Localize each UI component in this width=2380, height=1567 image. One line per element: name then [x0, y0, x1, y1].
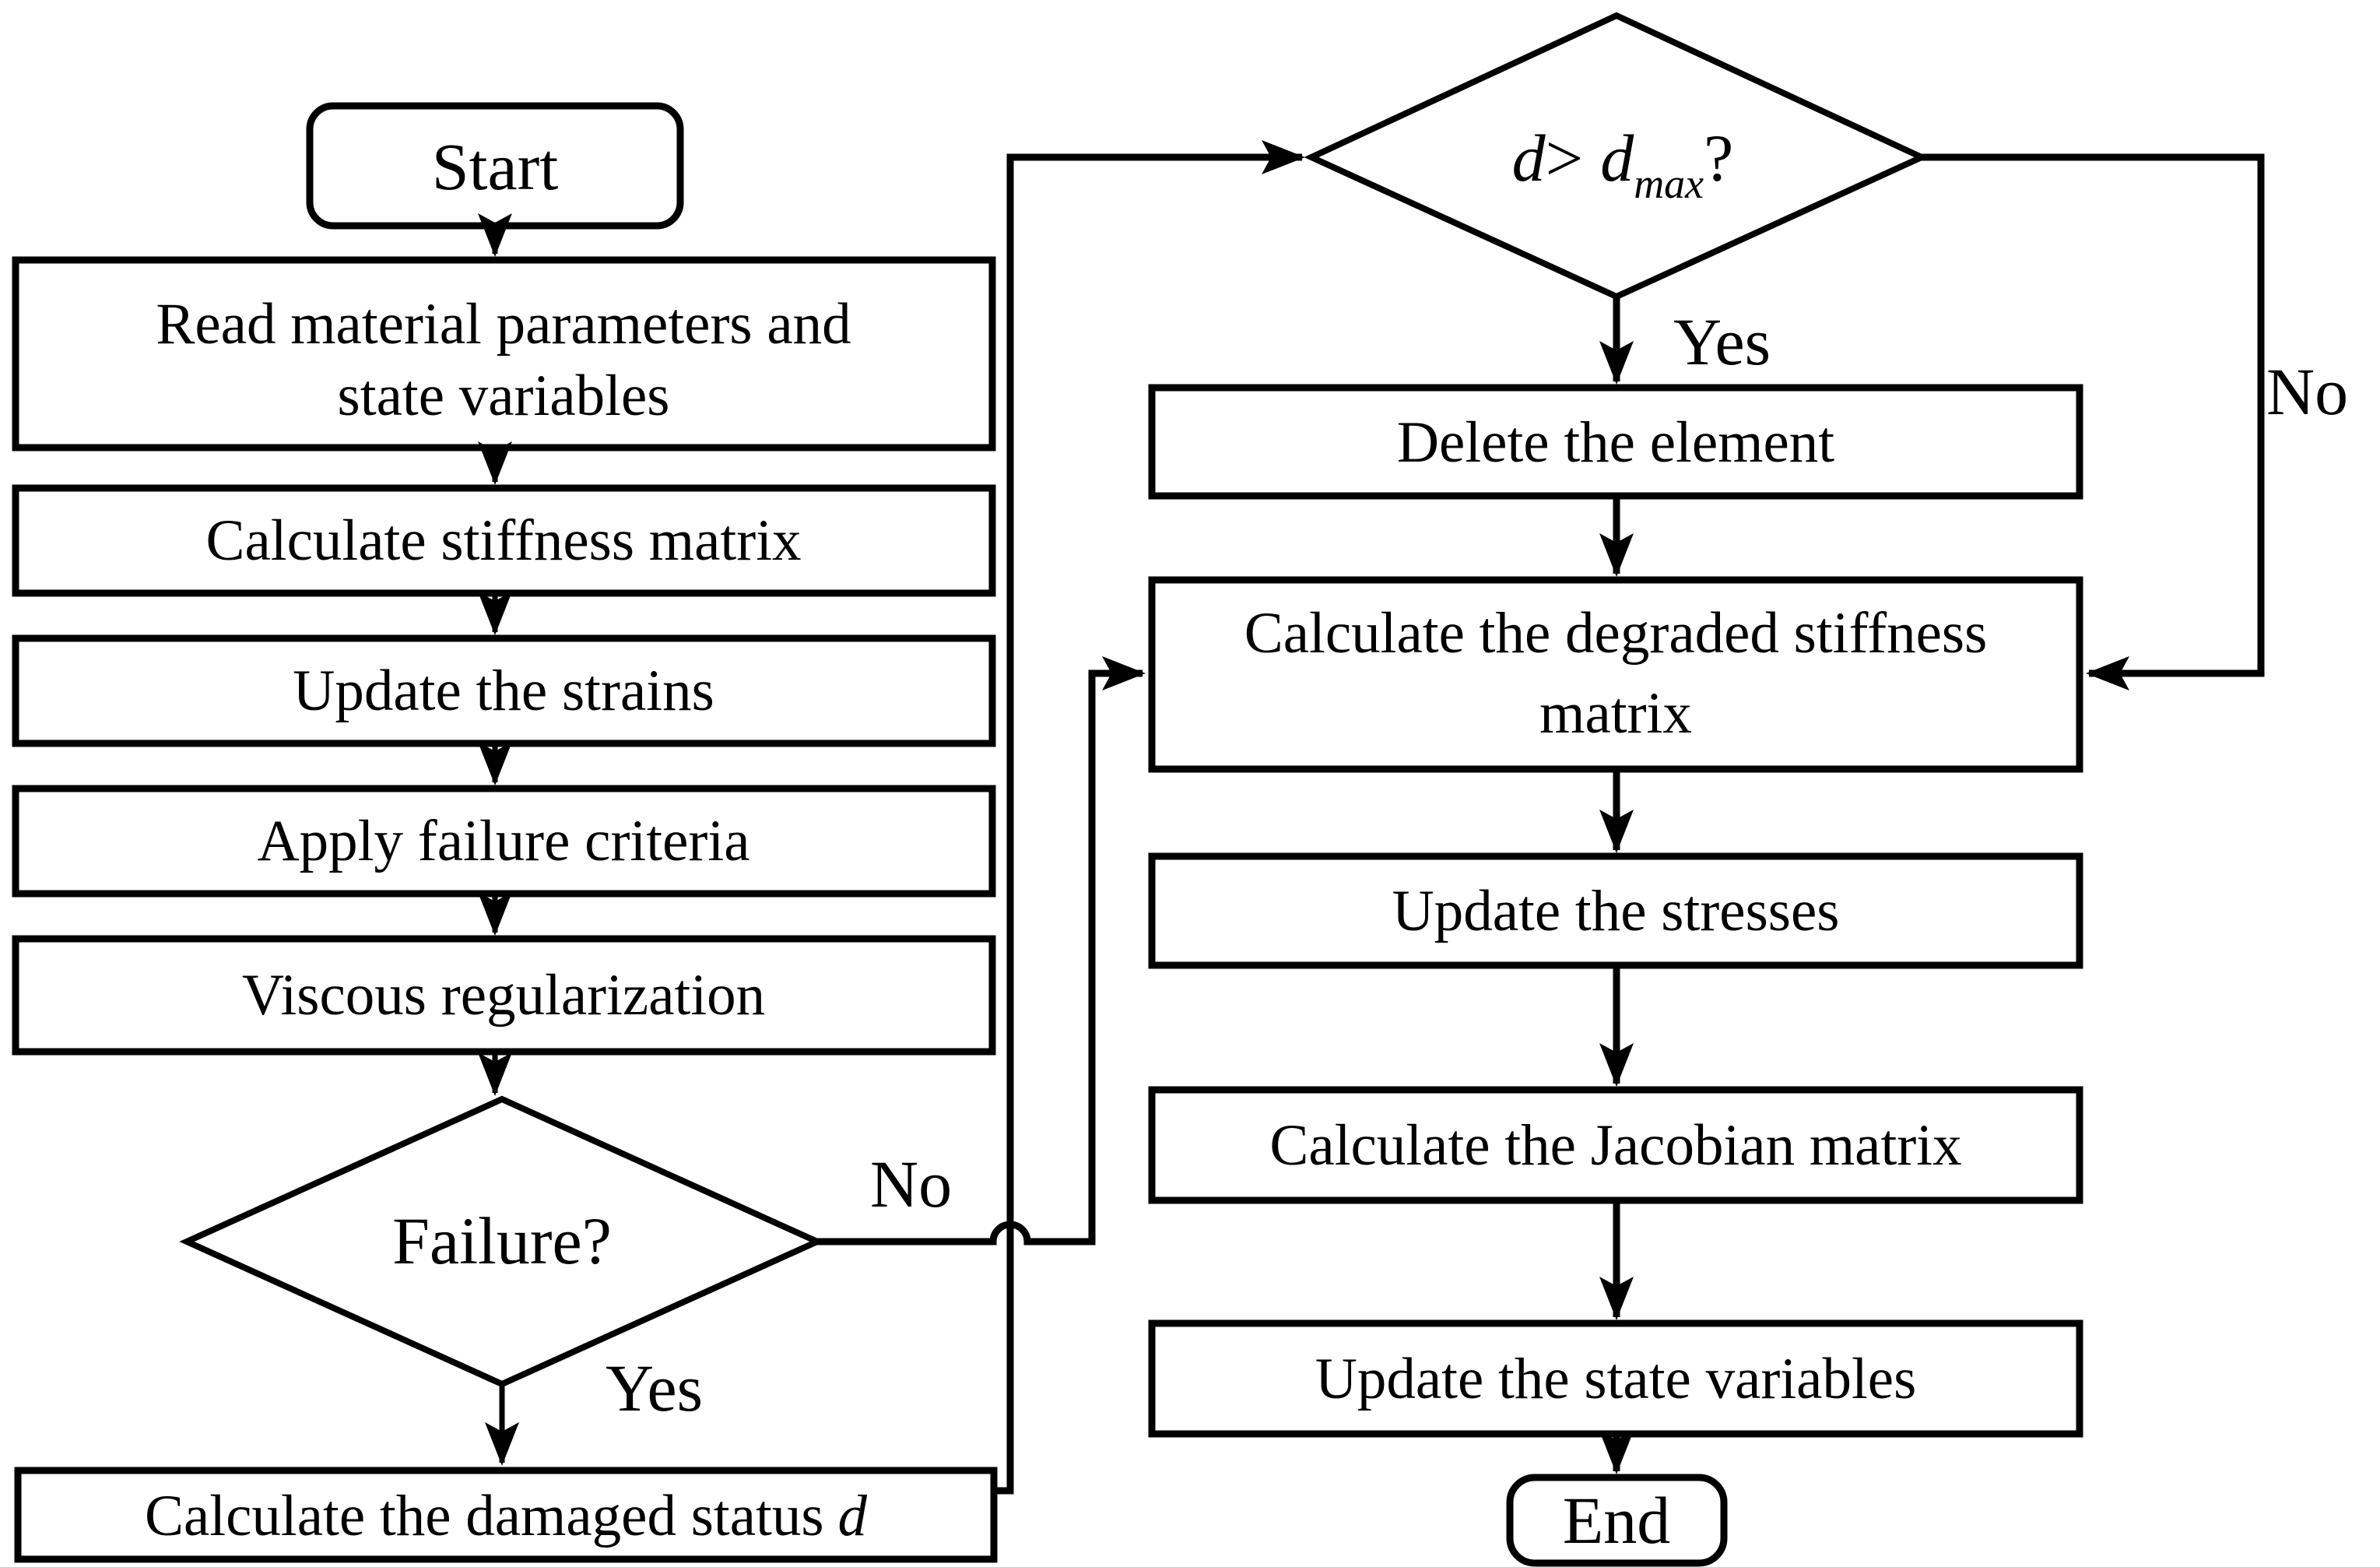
dmax-rhs: d — [1600, 121, 1634, 195]
flow-node-viscous-label: Viscous regularization — [242, 963, 765, 1028]
dmax-suffix: ? — [1704, 121, 1733, 195]
flow-node-delete-element-label: Delete the element — [1397, 410, 1834, 475]
flow-node-calc-jacobian — [1148, 1086, 2083, 1204]
dmax-operator: > — [1546, 121, 1584, 195]
flow-node-read-params-line1: Read material parameters and — [156, 292, 851, 357]
flow-node-viscous — [12, 935, 996, 1056]
flow-node-apply-failure-label: Apply failure criteria — [257, 809, 749, 873]
flow-node-failure-decision-label: Failure? — [392, 1203, 612, 1278]
edge-label-dmax-yes: Yes — [1673, 304, 1771, 379]
flow-node-start-label: Start — [432, 129, 559, 204]
flow-node-calc-damage — [14, 1467, 998, 1563]
calc-damage-text: Calculate the damaged status — [145, 1484, 824, 1548]
connector-calc-damage-to-dmax-decision — [994, 140, 1305, 1495]
flow-node-update-strains-label: Update the strains — [293, 659, 714, 723]
flow-node-dmax-decision-label: d>dmax? — [1512, 121, 1734, 207]
flow-node-update-state-label: Update the state variables — [1315, 1347, 1917, 1411]
flow-node-read-params — [12, 256, 996, 451]
flow-node-end — [1506, 1474, 1728, 1567]
flow-node-delete-element — [1148, 384, 2083, 500]
edge-label-failure-no: No — [870, 1147, 952, 1221]
flow-node-calc-degraded-line1: Calculate the degraded stiffness — [1244, 601, 1988, 666]
dmax-rhs-subscript: max — [1634, 160, 1704, 207]
flow-node-end-label: End — [1563, 1483, 1671, 1558]
edge-label-failure-yes: Yes — [606, 1351, 703, 1425]
flow-node-calc-stiffness-label: Calculate stiffness matrix — [205, 508, 801, 573]
flow-node-calc-degraded-line2: matrix — [1539, 681, 1692, 746]
flow-node-read-params-line2: state variables — [338, 364, 670, 428]
edge-label-dmax-no: No — [2266, 354, 2348, 429]
dmax-lhs: d — [1512, 121, 1546, 195]
flow-node-update-strains — [12, 634, 996, 747]
flow-node-calc-jacobian-label: Calculate the Jacobian matrix — [1269, 1113, 1961, 1178]
connector-dmax-no-to-calc-degraded — [1922, 153, 2265, 690]
calc-damage-variable: d — [838, 1484, 868, 1548]
flow-node-update-stresses-label: Update the stresses — [1392, 879, 1840, 943]
flow-node-update-stresses — [1148, 852, 2083, 969]
